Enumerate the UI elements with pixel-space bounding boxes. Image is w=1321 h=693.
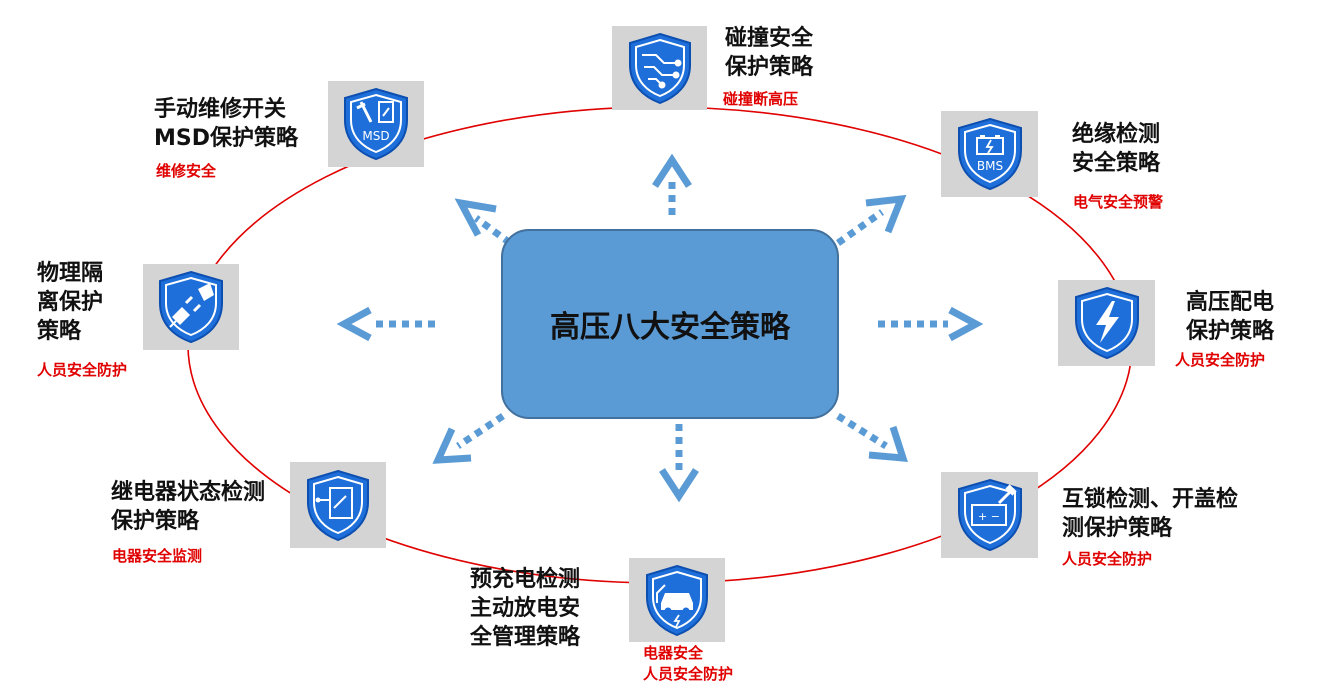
strategy-title-insulation: 绝缘检测 安全策略: [1072, 122, 1161, 176]
msd-icon-tile: MSD: [328, 81, 424, 167]
arrow-up: [652, 153, 692, 215]
strategy-subtitle-precharge: 电器安全 人员安全防护: [643, 644, 734, 683]
strategy-subtitle-interlock: 人员安全防护: [1062, 550, 1153, 568]
strategy-subtitle-hv-distribution: 人员安全防护: [1175, 351, 1266, 369]
center-label: 高压八大安全策略: [550, 310, 790, 345]
battery-text: + −: [978, 510, 1000, 523]
arrow-right: [878, 306, 984, 342]
lightning-shield-icon: [1074, 286, 1139, 360]
msd-text: MSD: [362, 129, 389, 143]
arrow-up-left: [454, 198, 513, 246]
strategy-title-isolation: 物理隔 离保护 策略: [37, 261, 104, 344]
strategy-subtitle-msd: 维修安全: [156, 162, 217, 180]
bms-text: BMS: [976, 159, 1002, 173]
precharge-icon-tile: [629, 558, 725, 642]
relay-icon-tile: [290, 462, 386, 548]
strategy-title-msd: 手动维修开关 MSD保护策略: [154, 97, 298, 151]
hv-distribution-icon-tile: [1058, 280, 1155, 366]
arrow-down-right: [836, 413, 908, 462]
strategy-title-relay: 继电器状态检测 保护策略: [111, 480, 266, 534]
strategy-title-hv-distribution: 高压配电 保护策略: [1186, 290, 1275, 344]
collision-icon-tile: [612, 26, 707, 110]
car-charging-shield-icon: [646, 564, 708, 637]
bms-battery-shield-icon: BMS: [957, 117, 1022, 191]
strategy-title-interlock: 互锁检测、开盖检 测保护策略: [1062, 487, 1239, 541]
plug-shield-icon: [159, 270, 223, 344]
strategy-subtitle-insulation: 电气安全预警: [1073, 193, 1164, 211]
insulation-icon-tile: BMS: [941, 111, 1038, 197]
relay-shield-icon: [307, 469, 369, 542]
center-strategy-box: 高压八大安全策略: [501, 229, 839, 419]
strategy-subtitle-isolation: 人员安全防护: [37, 361, 128, 379]
arrow-down-left: [432, 413, 505, 464]
strategy-subtitle-relay: 电器安全监测: [112, 547, 203, 565]
strategy-title-collision: 碰撞安全 保护策略: [725, 26, 814, 80]
msd-tools-shield-icon: MSD: [344, 87, 408, 161]
strategy-subtitle-collision: 碰撞断高压: [723, 90, 799, 108]
arrow-left: [336, 306, 435, 342]
circuit-shield-icon: [628, 32, 691, 105]
interlock-icon-tile: + −: [941, 472, 1038, 558]
strategy-title-precharge: 预充电检测 主动放电安 全管理策略: [470, 567, 581, 650]
isolation-icon-tile: [143, 264, 239, 350]
arrow-down: [659, 424, 699, 503]
battery-hammer-shield-icon: + −: [957, 478, 1022, 552]
arrow-up-right: [835, 194, 907, 246]
